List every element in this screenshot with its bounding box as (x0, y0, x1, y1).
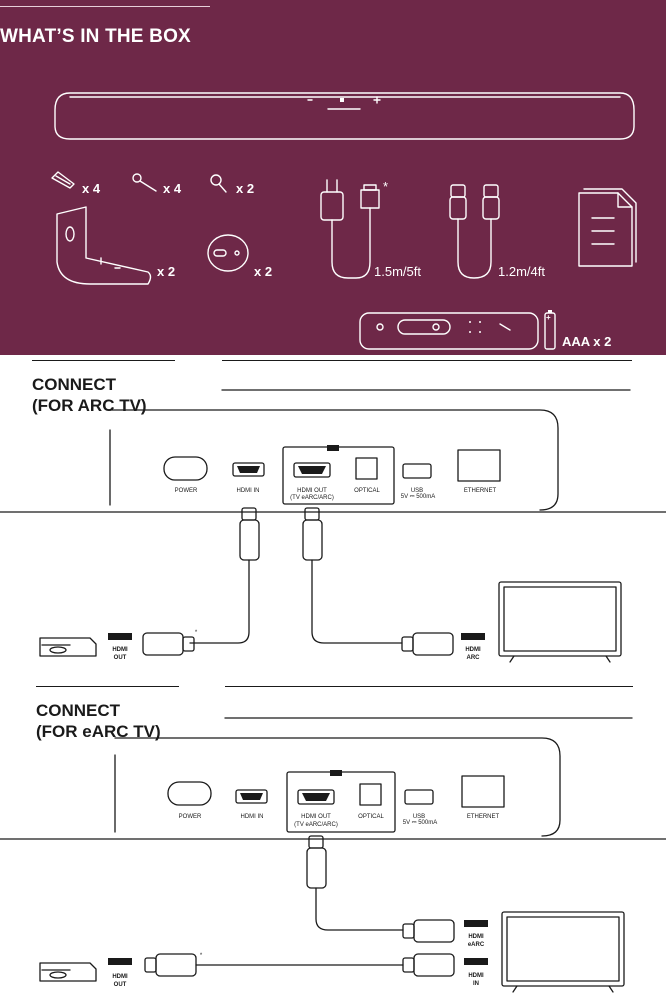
battery-plus: + (546, 313, 551, 322)
hdmi-in-port-icon (232, 462, 265, 477)
aaa-battery-icon (544, 310, 556, 350)
source-device-icon (39, 637, 97, 657)
earc-port-hdmi-out: HDMI OUT (301, 814, 331, 820)
qty-brackets: x 2 (157, 264, 175, 279)
title-rule (0, 6, 210, 7)
arc-left-rule (32, 360, 175, 361)
arc-right-rule (222, 360, 632, 361)
earc-title-line1: CONNECT (36, 701, 121, 720)
power-port-icon (163, 456, 208, 481)
arc-title-line1: CONNECT (32, 375, 117, 394)
qty-short-screws: x 2 (236, 181, 254, 196)
tv-earc-port-icon (464, 920, 488, 927)
arc-tv-port-2: ARC (467, 655, 481, 661)
earc-cable-note: * (200, 953, 203, 959)
tv-icon (498, 581, 622, 663)
arc-port-hdmi-out-sub: (TV eARC/ARC) (290, 495, 334, 501)
usb-port-icon (402, 463, 432, 479)
optical-port-icon (355, 457, 378, 480)
tv-hdmi-in-port-icon (464, 958, 488, 965)
arc-cable-note: * (195, 630, 198, 636)
arc-port-hdmi-in: HDMI IN (237, 488, 260, 494)
usb-port-icon (404, 789, 434, 805)
earc-tv-earc-2: eARC (468, 942, 485, 948)
spacer-icon (207, 234, 249, 272)
device-hdmi-port-icon (108, 958, 132, 965)
qty-spacers: x 2 (254, 264, 272, 279)
arc-port-hdmi-out: HDMI OUT (297, 488, 327, 494)
box-contents-illustration: x 4 x 4 x 2 x 2 x 2 (51, 92, 637, 350)
wall-bracket-icon (56, 206, 152, 285)
device-hdmi-port-icon (108, 633, 132, 640)
soundbar-icon (54, 92, 635, 140)
power-port-icon (167, 781, 212, 806)
arc-device-port-2: OUT (114, 655, 127, 661)
arc-port-usb: USB (411, 488, 423, 494)
arc-tv-port-1: HDMI (465, 647, 481, 653)
earc-tv-in-1: HDMI (468, 973, 484, 979)
earc-tv-earc-1: HDMI (468, 934, 484, 940)
source-device-icon (39, 962, 97, 982)
hdmi-out-highlight-box (282, 445, 395, 505)
battery-label: AAA x 2 (562, 334, 611, 349)
arc-port-optical: OPTICAL (354, 488, 380, 494)
device-to-tv-cable (144, 953, 455, 977)
earc-port-usb: USB (413, 814, 425, 820)
hdmi-out-highlight-box (286, 770, 396, 833)
earc-port-hdmi-out-sub: (TV eARC/ARC) (294, 822, 338, 828)
hdmi-out-cable (302, 507, 454, 656)
earc-left-rule (36, 686, 179, 687)
earc-port-optical: OPTICAL (358, 814, 384, 820)
remote-control-icon (359, 312, 539, 350)
earc-device-port-2: OUT (114, 982, 127, 988)
earc-device-port-1: HDMI (112, 974, 128, 980)
earc-section-title: CONNECT (FOR eARC TV) (36, 700, 161, 742)
power-cable-icon (320, 179, 380, 279)
power-cable-length: 1.5m/5ft (374, 264, 421, 279)
hdmi-cable-length: 1.2m/4ft (498, 264, 545, 279)
arc-port-usb-spec: 5V ⎓ 500mA (401, 494, 435, 500)
arc-port-ethernet: ETHERNET (464, 488, 497, 494)
earc-port-hdmi-in: HDMI IN (241, 814, 264, 820)
earc-tv-in-2: IN (473, 981, 479, 987)
soundbar-rear-panel (0, 389, 666, 513)
hdmi-cable-icon (449, 184, 500, 279)
device-side-connector (142, 632, 195, 656)
earc-port-usb-spec: 5V ⎓ 500mA (403, 820, 437, 826)
box-title: WHAT’S IN THE BOX (0, 26, 191, 47)
earc-port-power: POWER (179, 814, 202, 820)
box-contents-panel: WHAT’S IN THE BOX x 4 x 4 x 2 (0, 0, 666, 355)
earc-port-ethernet: ETHERNET (467, 814, 500, 820)
ethernet-port-icon (457, 449, 501, 482)
hdmi-out-port-icon (293, 462, 331, 478)
ethernet-port-icon (461, 775, 505, 808)
short-screw-icon (210, 174, 227, 193)
documentation-icon (578, 188, 637, 267)
earc-title-line2: (FOR eARC TV) (36, 722, 161, 741)
tv-icon (501, 911, 625, 993)
soundbar-rear-panel (0, 717, 666, 840)
qty-anchors: x 4 (82, 181, 101, 196)
long-screw-icon (132, 173, 157, 192)
tv-hdmi-port-icon (461, 633, 485, 640)
arc-port-power: POWER (175, 488, 198, 494)
power-cable-note: * (383, 179, 388, 194)
hdmi-out-cable (306, 835, 455, 943)
arc-connection-diagram: POWER HDMI IN HDMI OUT (TV eARC/ARC) OPT… (0, 389, 666, 663)
earc-connection-diagram: POWER HDMI IN HDMI OUT (TV eARC/ARC) OPT… (0, 717, 666, 993)
earc-right-rule (225, 686, 633, 687)
wall-anchor-icon (51, 171, 75, 189)
arc-device-port-1: HDMI (112, 647, 128, 653)
hdmi-out-port-icon (297, 789, 335, 805)
qty-long-screws: x 4 (163, 181, 182, 196)
hdmi-in-port-icon (235, 789, 268, 804)
hdmi-in-cable (189, 507, 260, 644)
optical-port-icon (359, 783, 382, 806)
